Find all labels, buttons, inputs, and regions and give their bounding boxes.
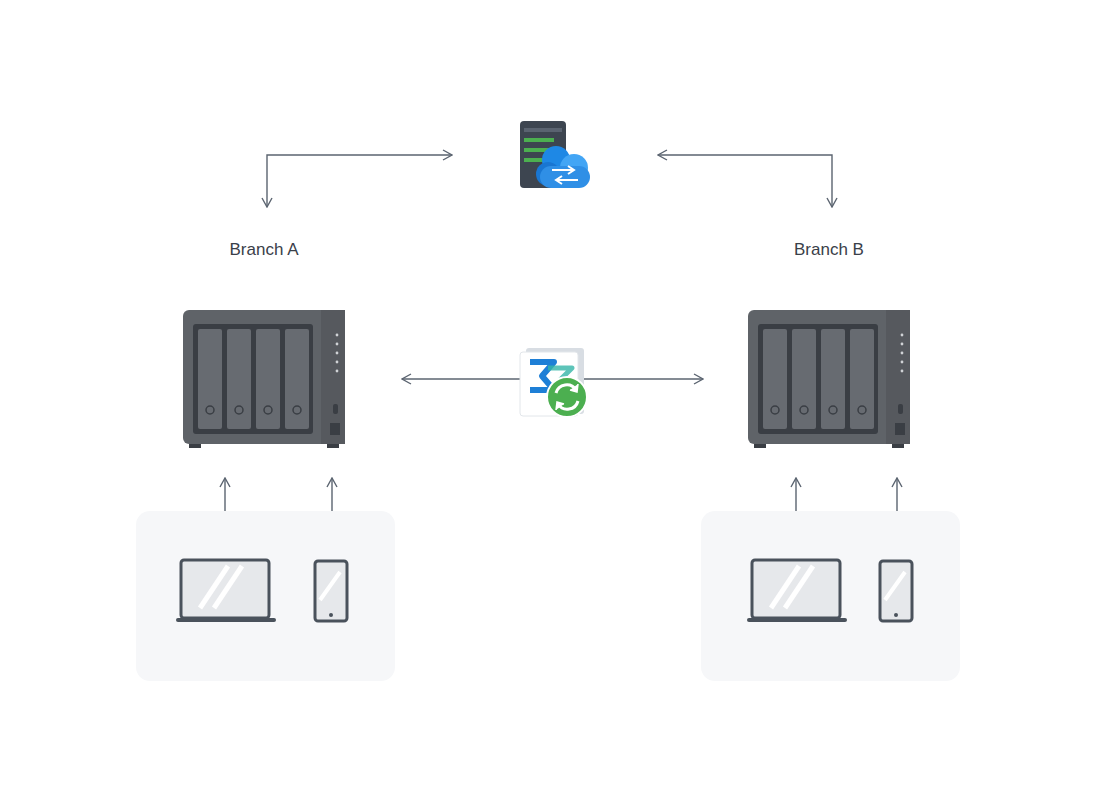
nas-device <box>183 310 345 448</box>
nas-device <box>748 310 910 448</box>
branch-label: Branch A <box>183 238 345 262</box>
branch-node: Branch A <box>183 238 345 448</box>
sync-app-icon <box>520 348 587 417</box>
laptop-icon <box>176 560 847 622</box>
branch-label: Branch B <box>748 238 910 262</box>
cloud-server-icon <box>520 121 590 188</box>
cloud-link <box>267 155 452 207</box>
phone-icon <box>315 561 912 621</box>
branch-node: Branch B <box>748 238 910 448</box>
cloud-link <box>658 155 832 207</box>
device-panel <box>136 511 960 681</box>
